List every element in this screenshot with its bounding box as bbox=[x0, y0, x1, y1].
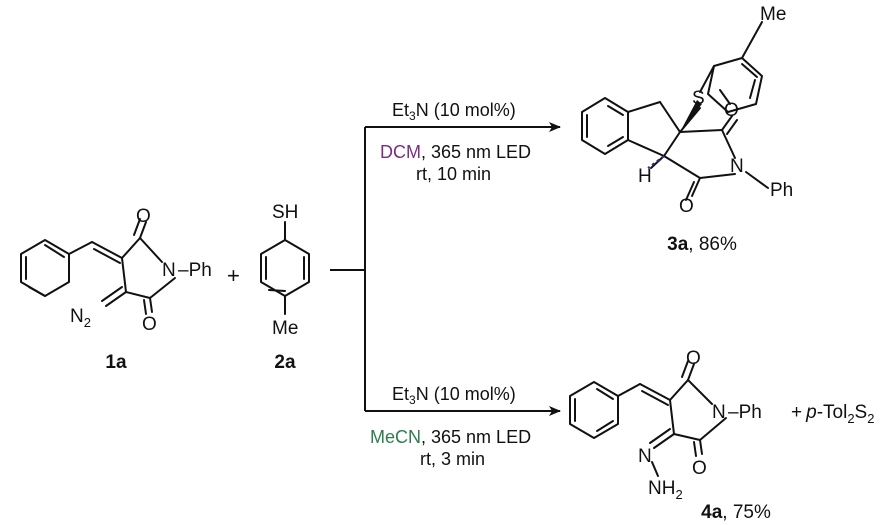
compound-label-3a: 3a, 86% bbox=[667, 234, 737, 255]
atom-oxygen: O bbox=[692, 458, 707, 479]
compound-3a-bonds bbox=[581, 21, 763, 201]
time-line: rt, 3 min bbox=[420, 449, 485, 469]
wedge-bond bbox=[680, 100, 702, 132]
methyl-group: Me bbox=[760, 4, 786, 25]
atom-oxygen: O bbox=[142, 314, 157, 335]
atom-oxygen: O bbox=[679, 196, 694, 217]
atom-nitrogen: N bbox=[730, 156, 744, 177]
atom-phenyl: Ph bbox=[770, 180, 793, 201]
compound-2a-bonds bbox=[260, 221, 310, 315]
atom-oxygen: O bbox=[136, 206, 151, 227]
reagent-text: Et3N (10 mol%) bbox=[392, 384, 516, 407]
compound-label-1a: 1a bbox=[105, 352, 127, 373]
methyl-group: Me bbox=[272, 318, 298, 339]
thiol-group: SH bbox=[272, 202, 298, 223]
atom-nitrogen: N bbox=[712, 402, 726, 423]
atom-phenyl: –Ph bbox=[728, 402, 762, 423]
time-line: rt, 10 min bbox=[416, 164, 491, 184]
compound-4a-bonds bbox=[569, 360, 727, 477]
solvent-line: MeCN, 365 nm LED bbox=[370, 427, 531, 447]
atom-phenyl: –Ph bbox=[178, 260, 212, 281]
compound-1a: O N –Ph O N2 1a bbox=[20, 206, 212, 373]
atom-nitrogen: N bbox=[638, 446, 652, 467]
compound-2a: SH Me 2a bbox=[260, 202, 310, 373]
conditions-top: Et3N (10 mol%) DCM, 365 nm LED rt, 10 mi… bbox=[380, 100, 531, 184]
branching-arrows bbox=[330, 122, 561, 416]
compound-1a-bonds bbox=[20, 218, 176, 315]
reagent-text: Et3N (10 mol%) bbox=[392, 100, 516, 123]
plus-sign: + bbox=[227, 263, 240, 288]
atom-oxygen: O bbox=[686, 348, 701, 369]
diazo-group: N2 bbox=[70, 306, 91, 330]
atom-nitrogen: N bbox=[162, 260, 176, 281]
atom-sulfur: S bbox=[692, 88, 705, 109]
conditions-bottom: Et3N (10 mol%) MeCN, 365 nm LED rt, 3 mi… bbox=[370, 384, 531, 469]
atom-oxygen: O bbox=[724, 100, 739, 121]
compound-label-4a: 4a, 75% bbox=[701, 502, 771, 523]
compound-3a: O N Ph O H S Me 3a, 86% bbox=[581, 4, 793, 255]
solvent-line: DCM, 365 nm LED bbox=[380, 142, 531, 162]
byproduct-disulfide: +p-Tol2S2 bbox=[791, 402, 874, 426]
compound-label-2a: 2a bbox=[274, 352, 296, 373]
atom-hydrogen: H bbox=[638, 166, 652, 187]
compound-4a: O N –Ph O N NH2 +p-Tol2S2 4a, 75% bbox=[569, 348, 874, 523]
amino-group: NH2 bbox=[648, 478, 683, 502]
